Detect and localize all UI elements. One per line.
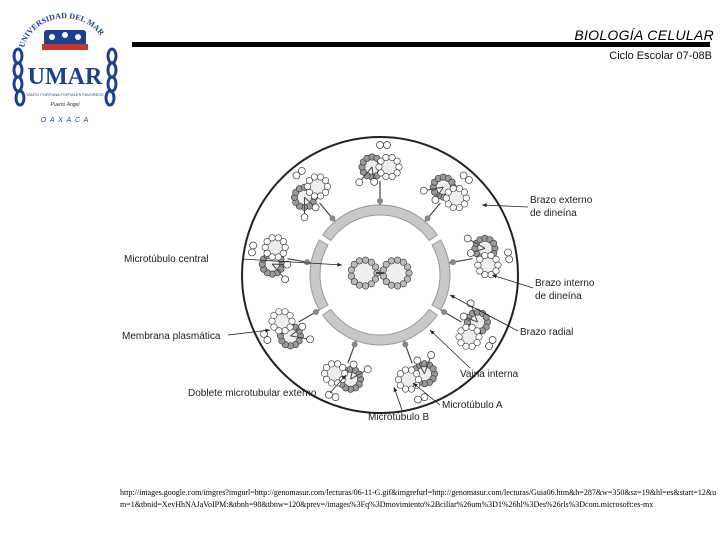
outer-doublet — [394, 340, 438, 404]
label-plasma-membrane: Membrana plasmática — [122, 331, 221, 342]
inner-sheath-bottom — [321, 308, 439, 346]
cilium-cross-section-diagram: Brazo externo de dineína Microtúbulo cen… — [122, 136, 595, 423]
label-dynein-inner-2: de dineína — [535, 291, 582, 302]
page-title: BIOLOGÍA CELULAR — [574, 27, 714, 43]
inner-sheath-right — [431, 239, 451, 311]
microtubule-b — [261, 234, 289, 261]
outer-doublet — [321, 340, 372, 402]
leader-microtubule-a — [412, 382, 441, 406]
crest-icon — [42, 30, 88, 50]
microtubule-b — [442, 185, 470, 212]
label-central-microtubule: Microtúbulo central — [124, 254, 208, 265]
central-microtubule-left — [347, 256, 381, 290]
logo-motto: TANTO FORTUNA FORTALES FAVORECE — [26, 92, 104, 97]
central-microtubule-right — [379, 256, 413, 290]
microtubule-b — [455, 323, 483, 350]
label-radial-arm: Brazo radial — [520, 327, 573, 338]
logo-location: O A X A C A — [41, 117, 90, 124]
inner-sheath-top — [321, 204, 439, 242]
label-microtubule-b: Micrótúbulo B — [368, 412, 429, 423]
outer-doublet — [248, 234, 312, 284]
inner-sheath-left — [309, 239, 329, 311]
microtubule-b — [321, 360, 349, 387]
microtubule-b — [375, 153, 403, 181]
microtubule-b — [303, 173, 331, 200]
label-outer-doublet: Doblete microtubular externo — [188, 388, 317, 399]
outer-doublet — [440, 299, 497, 350]
umar-logo: UNIVERSIDAD DEL MAR UMAR TANTO FORTUNA F… — [12, 11, 118, 124]
outer-doublet — [260, 308, 320, 350]
leader-dynein-inner — [491, 274, 534, 289]
outer-doublet — [290, 167, 336, 222]
label-dynein-inner-1: Brazo interno — [535, 278, 595, 289]
chain-right-icon — [104, 47, 118, 107]
outer-doublet — [448, 234, 514, 279]
page-subtitle: Ciclo Escolar 07-08B — [609, 50, 712, 62]
leader-inner-sheath — [429, 329, 471, 369]
label-dynein-outer-1: Brazo externo — [530, 195, 593, 206]
source-url: http://images.google.com/imgres?imgurl=h… — [120, 488, 717, 509]
leader-plasma-membrane — [227, 329, 271, 336]
label-dynein-outer-2: de dineína — [530, 208, 577, 219]
outer-doublet — [419, 171, 473, 222]
header-rule — [132, 42, 710, 47]
chain-left-icon — [12, 47, 26, 107]
microtubule-b — [268, 308, 296, 335]
outer-doublet — [355, 141, 403, 205]
logo-initials: UMAR — [28, 64, 103, 90]
label-inner-sheath: Vaina interna — [460, 369, 519, 380]
microtubule-b — [474, 252, 502, 279]
leader-central-microtubule — [241, 258, 343, 266]
microtubule-b — [394, 366, 422, 393]
leader-dynein-outer — [481, 204, 529, 208]
logo-place: Puerto Ángel — [51, 101, 81, 108]
leader-radial-arm — [449, 294, 519, 332]
label-microtubule-a: Microtúbulo A — [442, 400, 503, 411]
